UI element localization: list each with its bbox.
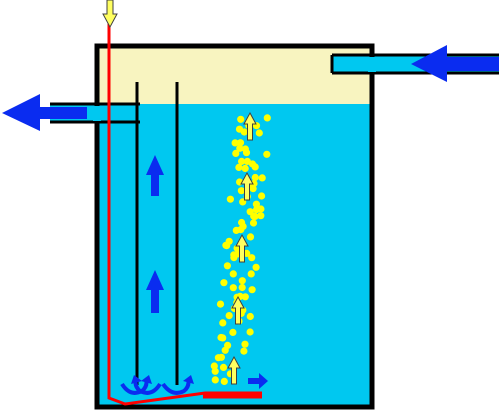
air-bubble [229, 270, 237, 278]
air-bubble [226, 195, 234, 203]
air-bubble [223, 242, 231, 250]
air-bubble [232, 149, 240, 157]
air-bubble [237, 115, 245, 123]
air-bubble [219, 363, 228, 371]
air-bubble [219, 334, 227, 342]
air-bubble [225, 312, 233, 320]
air-bubble [219, 319, 227, 327]
air-bubble [211, 376, 219, 384]
air-bubble [210, 362, 218, 370]
air-bubble [251, 163, 259, 171]
air-bubble [252, 263, 260, 271]
air-bubble [263, 114, 271, 122]
air-bubble [249, 185, 257, 193]
air-bubble [241, 164, 249, 172]
air-bubble [257, 212, 265, 220]
riser-upflow-arrow-upper [146, 155, 164, 196]
air-bubble [230, 254, 238, 262]
diffuser-flow-arrow [248, 373, 268, 389]
air-bubble [238, 277, 246, 285]
up-arrow-icon [146, 155, 164, 196]
swirl-arrow-2 [133, 378, 162, 395]
air-bubble [255, 129, 263, 137]
air-bubble [250, 212, 258, 220]
air-bubble [247, 270, 255, 278]
air-headspace [97, 46, 372, 104]
air-feed-arrow [102, 0, 118, 29]
air-bubble [238, 283, 246, 292]
bubble-rise-arrow-3 [231, 295, 245, 325]
air-bubble [246, 312, 254, 321]
left-arrow-icon [2, 94, 87, 131]
air-bubble [241, 293, 249, 301]
air-bubble [229, 328, 237, 336]
air-bubble [223, 262, 231, 270]
air-bubble [237, 187, 245, 195]
bubble-rise-arrows [227, 111, 257, 385]
air-bubble [231, 139, 239, 147]
air-bubble [238, 157, 246, 165]
air-bubble [220, 279, 228, 287]
air-bubble [248, 286, 256, 294]
air-bubble [240, 347, 248, 355]
tank-outline [94, 43, 375, 410]
curved-arrow-icon [120, 375, 194, 395]
air-bubble [240, 128, 248, 136]
swirl-arrow-3 [161, 378, 191, 395]
air-bubble [251, 173, 259, 182]
air-bubble [229, 284, 237, 292]
up-arrow-icon [146, 270, 164, 313]
air-bubble [220, 377, 228, 385]
outlet-wall-opening [93, 106, 101, 121]
air-bubble [236, 144, 244, 152]
bubble-rise-arrow-1 [240, 171, 254, 201]
air-bubble [217, 353, 225, 361]
inlet-wall-opening [368, 57, 376, 72]
outlet-flow-arrow [2, 94, 87, 131]
swirl-arrowhead-1 [141, 375, 152, 384]
air-bubble [249, 219, 258, 227]
air-bubble [221, 346, 229, 354]
air-bubble [238, 218, 246, 227]
air-bubble [252, 200, 260, 208]
air-bubble [241, 340, 249, 348]
air-bubble [211, 367, 219, 375]
riser-upflow-arrow-lower [146, 270, 164, 313]
air-bubble [243, 157, 251, 165]
air-bubble [258, 174, 266, 182]
air-bubble [257, 205, 265, 213]
air-bubble [246, 328, 254, 336]
air-bubble [235, 163, 243, 171]
swirl-arrowhead-3 [183, 375, 194, 384]
down-arrow-icon [102, 0, 118, 29]
inlet-flow-arrow [411, 45, 499, 82]
air-bubble [236, 139, 245, 147]
air-bubble [258, 192, 266, 200]
air-bubble [263, 150, 271, 158]
air-bubble [248, 254, 256, 262]
air-bubble [232, 226, 240, 234]
bubble-rise-arrow-5 [243, 111, 257, 141]
air-bubble [246, 233, 255, 241]
bubble-rise-arrow-2 [235, 233, 249, 263]
bubble-rise-arrow-4 [227, 355, 241, 385]
air-bubble [242, 149, 251, 157]
left-arrow-icon [411, 45, 499, 82]
air-supply-line [107, 0, 262, 406]
air-bubble [216, 300, 225, 308]
swirl-arrowhead-2 [131, 375, 142, 384]
right-arrow-icon [248, 373, 268, 389]
